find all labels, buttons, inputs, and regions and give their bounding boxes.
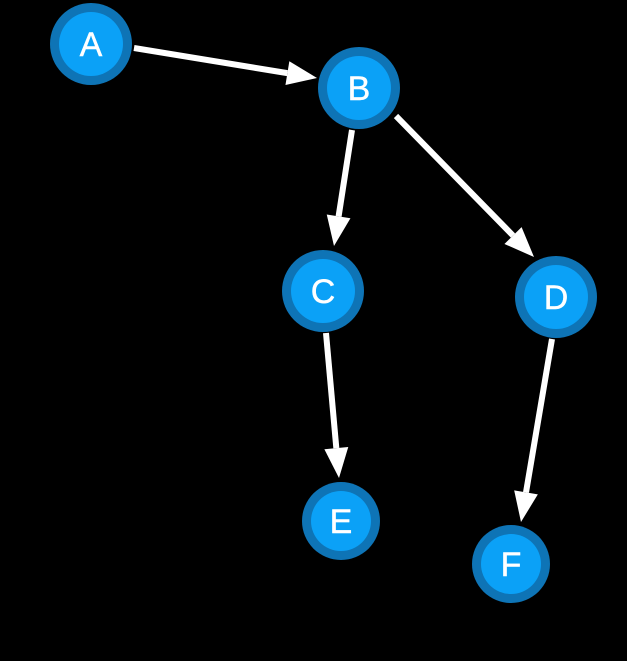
- arrowhead-icon: [514, 490, 538, 522]
- edge-a-to-b[interactable]: [133, 45, 317, 85]
- arrowhead-icon: [285, 61, 317, 85]
- edge-c-to-e[interactable]: [323, 332, 349, 478]
- node-label: B: [348, 70, 371, 108]
- node-fill: [311, 491, 371, 551]
- edge-b-to-d[interactable]: [393, 113, 534, 257]
- edge-d-to-f[interactable]: [514, 338, 555, 522]
- graph-node-d[interactable]: D: [515, 256, 597, 338]
- node-label: C: [311, 273, 336, 311]
- node-fill: [524, 265, 588, 329]
- graph-node-f[interactable]: F: [472, 525, 550, 603]
- node-fill: [59, 12, 123, 76]
- node-label: D: [544, 279, 569, 317]
- graph-node-c[interactable]: C: [282, 250, 364, 332]
- edge-shaft: [393, 113, 516, 238]
- edge-shaft: [335, 129, 355, 217]
- edge-shaft: [523, 338, 555, 493]
- node-fill: [327, 56, 391, 120]
- node-label: E: [330, 503, 353, 541]
- node-label: F: [501, 546, 522, 584]
- arrowhead-icon: [326, 214, 351, 246]
- arrowhead-icon: [504, 227, 534, 257]
- node-label: A: [80, 26, 103, 64]
- edge-b-to-c[interactable]: [326, 129, 355, 246]
- edges-layer: [133, 45, 555, 522]
- edge-shaft: [323, 332, 340, 449]
- node-fill: [291, 259, 355, 323]
- arrowhead-icon: [324, 447, 349, 478]
- graph-node-b[interactable]: B: [318, 47, 400, 129]
- edge-shaft: [133, 45, 288, 77]
- graph-node-a[interactable]: A: [50, 3, 132, 85]
- nodes-layer: A B C D E F: [50, 3, 597, 603]
- graph-node-e[interactable]: E: [302, 482, 380, 560]
- node-fill: [481, 534, 541, 594]
